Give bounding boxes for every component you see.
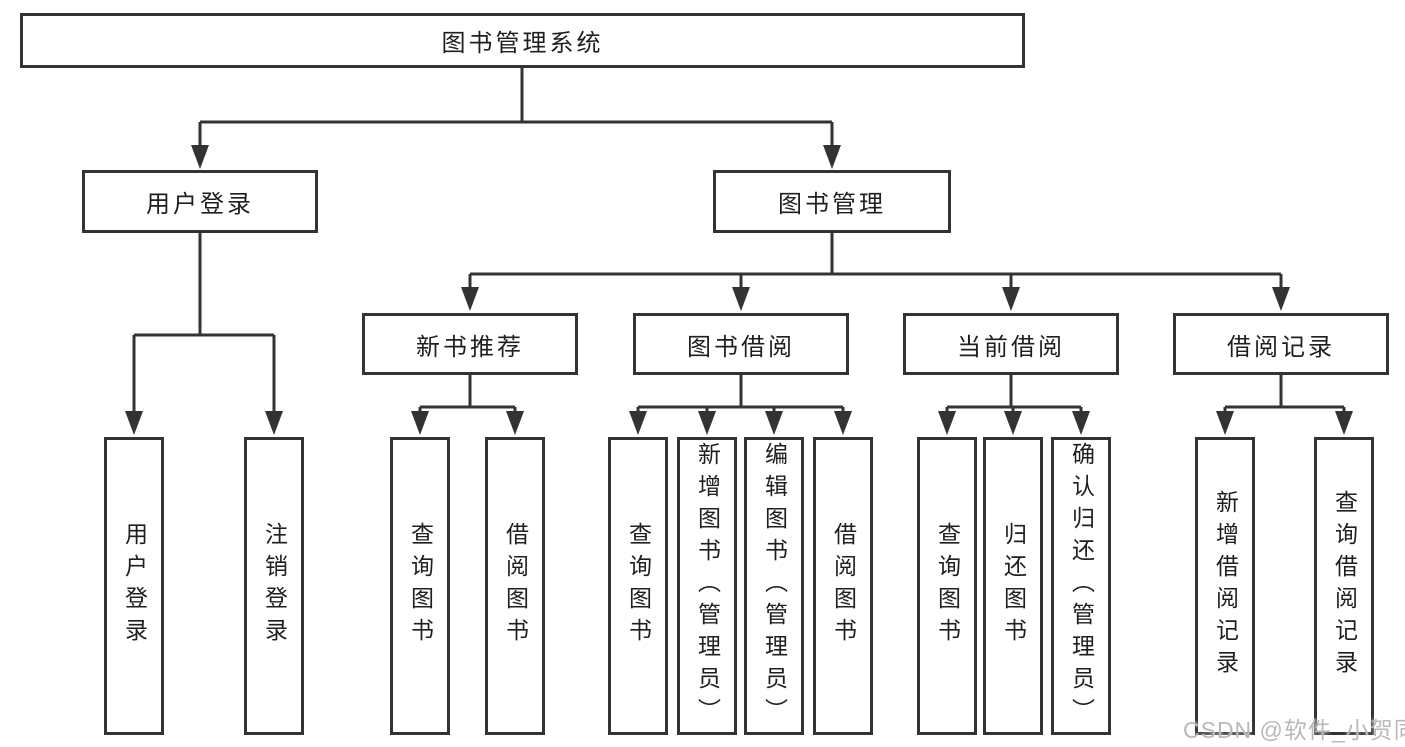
leaf-label: 注销登录 [261,522,288,650]
leaf-query-books-current: 查询图书 [917,437,977,735]
leaf-edit-books-admin: 编辑图书（管理员） [744,437,804,735]
leaf-borrow-books-recommend: 借阅图书 [485,437,545,735]
leaf-confirm-return-admin: 确认归还（管理员） [1051,437,1111,735]
node-label: 图书借阅 [687,333,795,361]
node-label: 新书推荐 [416,333,524,361]
leaf-label: 归还图书 [1000,522,1027,650]
leaf-user-login: 用户登录 [104,437,164,735]
leaf-label: 查询图书 [625,522,652,650]
leaf-label: 确认归还（管理员） [1068,442,1095,730]
leaf-label: 借阅图书 [830,522,857,650]
leaf-label: 新增图书（管理员） [694,442,721,730]
leaf-label: 新增借阅记录 [1212,490,1239,682]
node-label: 图书管理 [778,191,886,218]
node-book-management: 图书管理 [713,170,951,233]
leaf-label: 用户登录 [121,522,148,650]
leaf-query-books-recommend: 查询图书 [390,437,450,735]
node-label: 图书管理系统 [441,30,604,57]
leaf-label: 编辑图书（管理员） [761,442,788,730]
leaf-query-books-borrowing: 查询图书 [608,437,668,735]
node-user-login: 用户登录 [82,170,318,233]
node-book-borrowing: 图书借阅 [633,313,849,375]
node-current-borrowing: 当前借阅 [903,313,1119,375]
leaf-borrow-books-borrowing: 借阅图书 [813,437,873,735]
leaf-query-borrow-record: 查询借阅记录 [1314,437,1374,735]
node-label: 当前借阅 [957,333,1065,361]
leaf-label: 查询图书 [407,522,434,650]
node-label: 借阅记录 [1227,333,1335,361]
leaf-add-books-admin: 新增图书（管理员） [677,437,737,735]
leaf-add-borrow-record: 新增借阅记录 [1195,437,1255,735]
leaf-label: 借阅图书 [502,522,529,650]
node-borrowing-records: 借阅记录 [1173,313,1389,375]
watermark-text: CSDN @软件_小贺同学 [1183,717,1405,743]
node-label: 用户登录 [146,191,254,218]
leaf-label: 查询图书 [934,522,961,650]
node-library-management-system: 图书管理系统 [20,13,1025,68]
node-new-book-recommendation: 新书推荐 [362,313,578,375]
leaf-logout: 注销登录 [244,437,304,735]
leaf-return-books: 归还图书 [983,437,1043,735]
leaf-label: 查询借阅记录 [1331,490,1358,682]
